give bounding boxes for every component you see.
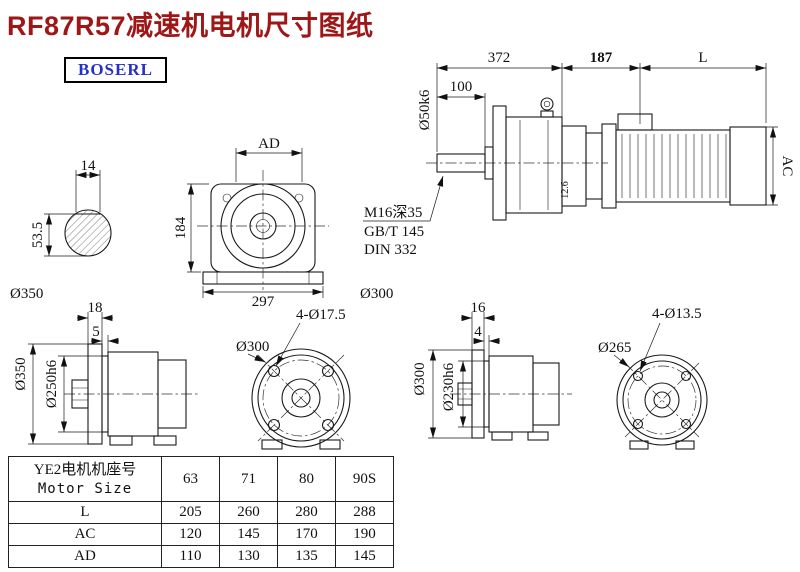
page-title: RF87R57减速机电机尺寸图纸 [7,11,374,41]
dia-250-label: Ø250h6 [44,359,60,408]
dim-4-label: 4 [474,324,482,340]
bolt-circle [262,359,340,437]
foot [261,439,283,450]
dia-300-label: Ø300 [360,286,393,302]
bolt-hole [632,418,644,430]
gb-standard-note: GB/T 145 [364,224,424,240]
dim-100-label: 100 [450,79,473,95]
bolt-hole [680,370,692,382]
row-label-l: L [8,501,162,524]
lifting-eye-icon [540,97,554,111]
col-header-80: 80 [277,456,336,502]
bolt-holes-label: 4-Ø13.5 [652,306,702,322]
dim-16-label: 16 [471,300,487,316]
bolt-circle [627,365,697,435]
row-label-ac: AC [8,523,162,546]
foot [109,435,133,446]
terminal-box [617,113,653,131]
brand-logo: BOSERL [64,57,167,83]
table-row-l: L 205 260 280 288 [8,501,394,524]
shaft-section-circle [64,209,112,257]
dia-230-label: Ø230h6 [441,362,457,411]
cell-ad-80: 135 [277,545,336,568]
bolt-hole [267,418,281,432]
cell-l-63: 205 [161,501,220,524]
row-label-ad: AD [8,545,162,568]
cell-l-80: 280 [277,501,336,524]
dim-297-label: 297 [252,294,275,310]
dim-5-label: 5 [92,324,100,340]
bolt-holes-label: 4-Ø17.5 [296,307,346,323]
flange-outer-circle [616,354,708,446]
dia-350-label: Ø350 [13,357,29,390]
dim-187-label: 187 [590,50,613,66]
motor-flange [601,123,617,209]
flange-side-view-small: 16 4 Ø300 Ø230h6 [412,300,572,441]
cell-l-71: 260 [219,501,278,524]
foot [629,440,649,450]
gearbox-housing [505,116,563,214]
dim-53-5-label: 53.5 [30,222,46,248]
side-view: 372 187 L 100 Ø50k6 [363,50,795,258]
fan-cover [729,126,767,206]
cell-ac-71: 145 [219,523,278,546]
dia-265-label: Ø265 [598,340,631,356]
bolt-hole [321,364,335,378]
dim-184-label: 184 [173,216,189,239]
table-header-row: YE2电机机座号 Motor Size 63 71 80 90S [8,456,394,502]
dim-ad-label: AD [258,136,280,152]
cell-ac-63: 120 [161,523,220,546]
cell-ac-80: 170 [277,523,336,546]
dia-300-label: Ø300 [412,362,428,395]
foot [675,440,695,450]
dia-350-label: Ø350 [10,286,43,302]
cell-ad-71: 130 [219,545,278,568]
foot [527,431,549,441]
output-boss-circle [220,183,306,269]
cell-ad-90s: 145 [335,545,394,568]
dim-372-label: 372 [488,50,511,66]
dim-14-label: 14 [81,158,97,174]
flange-side-view-large: 18 5 Ø350 Ø250h6 [13,300,198,446]
table-header-cn: YE2电机机座号 [33,462,137,478]
dim-l-label: L [698,50,707,66]
din-standard-note: DIN 332 [364,242,417,258]
table-header-en: Motor Size [37,481,133,497]
table-header-cell: YE2电机机座号 Motor Size [8,456,162,502]
col-header-90s: 90S [335,456,394,502]
flange-outer-circle [251,348,351,448]
dim-126-label: 12.6 [560,181,571,199]
col-header-71: 71 [219,456,278,502]
shaft-section-view: 14 53.5 Ø350 [10,158,112,302]
bolt-hole [680,418,692,430]
cell-ac-90s: 190 [335,523,394,546]
shaft-diameter-label: Ø50k6 [417,89,433,130]
foot [153,435,177,446]
bolt-hole [267,364,281,378]
flange-face-view-small: 4-Ø13.5 Ø265 [598,306,708,450]
dim-ac-label: AC [779,156,795,177]
table-row-ad: AD 110 130 135 145 [8,545,394,568]
thread-note: M16深35 [364,204,422,221]
foot [319,439,341,450]
motor-size-table: YE2电机机座号 Motor Size 63 71 80 90S L 205 2… [8,456,394,568]
gearbox-front-view: AD 184 297 Ø300 [173,136,393,310]
foot [491,431,513,441]
cell-l-90s: 288 [335,501,394,524]
bolt-hole [632,370,644,382]
table-row-ac: AC 120 145 170 190 [8,523,394,546]
motor-body [615,129,731,203]
bolt-hole [321,418,335,432]
dia-300-label: Ø300 [236,339,269,355]
dim-18-label: 18 [88,300,103,316]
cell-ad-63: 110 [161,545,220,568]
col-header-63: 63 [161,456,220,502]
flange-face-view-large: 4-Ø17.5 Ø300 [236,307,351,450]
